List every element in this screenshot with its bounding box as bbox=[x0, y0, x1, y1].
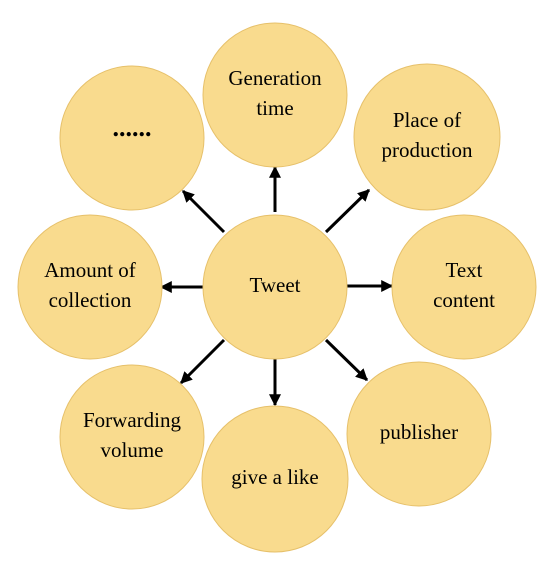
node-label: Amount of collection bbox=[44, 258, 136, 312]
label-line: ...... bbox=[113, 113, 152, 142]
label-line: Text bbox=[445, 258, 482, 282]
label-line: Place of bbox=[393, 108, 461, 132]
node-forwarding-volume: Forwarding volume bbox=[59, 364, 205, 510]
bubble bbox=[59, 364, 205, 510]
node-label: publisher bbox=[380, 420, 458, 444]
label-line: collection bbox=[49, 288, 132, 312]
node-give-a-like: give a like bbox=[201, 405, 349, 553]
node-place-of-production: Place of production bbox=[353, 63, 501, 211]
node-publisher: publisher bbox=[346, 361, 492, 507]
arrow-to-publisher bbox=[324, 338, 369, 382]
bubble bbox=[202, 22, 348, 168]
node-amount-of-collection: Amount of collection bbox=[17, 214, 163, 360]
label-line: Generation bbox=[228, 66, 322, 90]
node-label: Text content bbox=[433, 258, 495, 312]
node-more: ...... bbox=[59, 65, 205, 211]
arrow-to-forwarding-volume bbox=[179, 338, 226, 385]
label-line: time bbox=[256, 96, 293, 120]
node-label: Generation time bbox=[228, 66, 322, 120]
node-label: give a like bbox=[231, 465, 318, 489]
label-line: production bbox=[382, 138, 473, 162]
bubble bbox=[346, 361, 492, 507]
label-line: volume bbox=[101, 438, 164, 462]
arrow-to-place-of-production bbox=[324, 188, 371, 234]
label-line: publisher bbox=[380, 420, 458, 444]
node-label: Place of production bbox=[382, 108, 473, 162]
node-label: ...... bbox=[113, 113, 152, 142]
label-line: Tweet bbox=[249, 273, 300, 297]
bubble bbox=[391, 214, 537, 360]
node-text-content: Text content bbox=[391, 214, 537, 360]
node-center-tweet: Tweet bbox=[202, 214, 348, 360]
bubble bbox=[201, 405, 349, 553]
label-line: Amount of bbox=[44, 258, 136, 282]
bubble bbox=[59, 65, 205, 211]
label-line: Forwarding bbox=[83, 408, 181, 432]
label-line: content bbox=[433, 288, 495, 312]
center-label: Tweet bbox=[249, 273, 300, 297]
label-line: give a like bbox=[231, 465, 318, 489]
bubble bbox=[353, 63, 501, 211]
arrow-to-more bbox=[181, 189, 226, 234]
center-bubble bbox=[202, 214, 348, 360]
bubble bbox=[17, 214, 163, 360]
node-label: Forwarding volume bbox=[83, 408, 181, 462]
arrows bbox=[159, 165, 394, 407]
node-generation-time: Generation time bbox=[202, 22, 348, 168]
